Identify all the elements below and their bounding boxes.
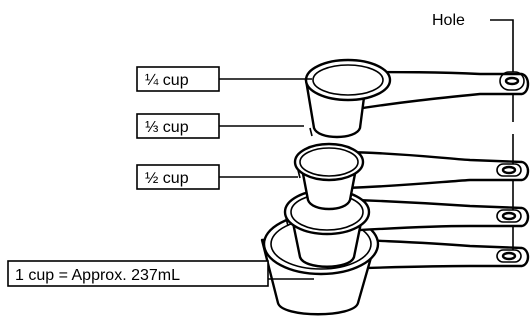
label-hole: Hole xyxy=(432,12,514,250)
label-half-cup: ½ cup xyxy=(136,164,298,190)
label-half-cup-box xyxy=(136,164,220,190)
half-cup-spout xyxy=(285,217,289,227)
quarter-cup-handle-slot xyxy=(499,71,525,91)
one-cup-handle-slot xyxy=(496,249,522,263)
label-third-cup: ⅓ cup xyxy=(136,113,304,139)
label-quarter-cup: ¼ cup xyxy=(136,66,312,92)
label-one-cup-box xyxy=(7,260,269,287)
quarter-cup-rim xyxy=(304,58,392,102)
quarter-cup-inner-rim xyxy=(312,64,384,96)
half-cup-hole xyxy=(501,211,517,221)
third-cup-handle xyxy=(344,150,530,190)
half-cup-handle-slot xyxy=(496,209,522,223)
third-cup-inner-rim xyxy=(299,147,359,177)
one-cup-hole xyxy=(501,251,517,261)
label-one-cup: 1 cup = Approx. 237mL xyxy=(7,260,314,287)
label-hole-text: Hole xyxy=(432,12,465,29)
quarter-cup xyxy=(304,58,530,139)
quarter-cup-spout xyxy=(309,127,313,137)
label-third-cup-text: ⅓ cup xyxy=(145,119,189,136)
half-cup-handle xyxy=(328,197,530,234)
label-one-cup-text: 1 cup = Approx. 237mL xyxy=(15,267,180,284)
label-quarter-cup-box xyxy=(136,66,220,92)
third-cup xyxy=(293,142,530,211)
label-third-cup-box xyxy=(136,113,220,139)
quarter-cup-hole xyxy=(504,76,520,86)
third-cup-hole xyxy=(501,165,517,175)
third-cup-spout xyxy=(297,169,301,179)
label-quarter-cup-text: ¼ cup xyxy=(145,72,189,89)
label-half-cup-text: ½ cup xyxy=(145,170,189,187)
quarter-cup-handle xyxy=(348,70,530,112)
third-cup-rim xyxy=(293,142,365,182)
third-cup-handle-slot xyxy=(496,163,522,177)
leader-hole xyxy=(490,19,514,72)
